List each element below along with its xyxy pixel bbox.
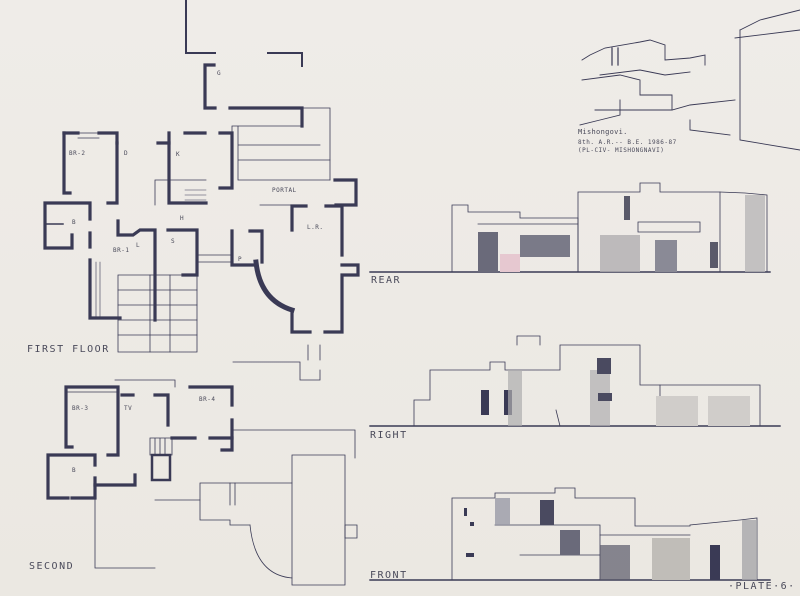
room-label-tv: TV	[124, 405, 133, 412]
sketch-caption-line3: (PL-CIV- MISHONGNAVI)	[578, 147, 665, 154]
room-label-br2: BR-2	[69, 150, 86, 157]
second-floor-title: SECOND	[29, 561, 75, 572]
room-label-s: S	[171, 238, 176, 245]
room-label-b2: B	[72, 467, 77, 474]
first-floor-title: FIRST FLOOR	[27, 344, 110, 355]
first-floor-plan	[43, 0, 360, 334]
elevation-label-right: RIGHT	[370, 430, 408, 441]
second-floor-light-lines	[65, 361, 358, 586]
room-label-g: G	[217, 70, 222, 77]
rear-elevation	[451, 182, 768, 273]
perspective-sketch	[579, 9, 800, 151]
room-label-h: H	[180, 215, 185, 222]
elevation-label-rear: REAR	[371, 275, 402, 286]
front-shading	[464, 498, 757, 580]
room-label-lr: L.R.	[307, 224, 324, 231]
rear-shading	[478, 195, 765, 272]
room-label-br3: BR-3	[72, 405, 89, 412]
sketch-caption-line2: 8th. A.R.-- B.E. 1986-87	[578, 139, 677, 146]
first-floor-light-lines	[77, 107, 331, 361]
room-label-d: D	[124, 150, 129, 157]
room-label-b: B	[72, 219, 77, 226]
plate-number: ·PLATE·6·	[728, 581, 796, 592]
room-label-p: P	[238, 256, 243, 263]
sketch-caption-title: Mishongovi.	[578, 128, 628, 136]
room-label-br4: BR-4	[199, 396, 216, 403]
room-label-br1: BR-1	[113, 247, 130, 254]
elevation-label-front: FRONT	[370, 570, 408, 581]
right-elevation	[413, 335, 761, 427]
second-floor-plan	[46, 385, 234, 500]
right-shading	[481, 358, 750, 426]
room-label-l: L	[136, 242, 141, 249]
room-label-k: K	[176, 151, 181, 158]
room-label-portal: PORTAL	[272, 187, 297, 194]
